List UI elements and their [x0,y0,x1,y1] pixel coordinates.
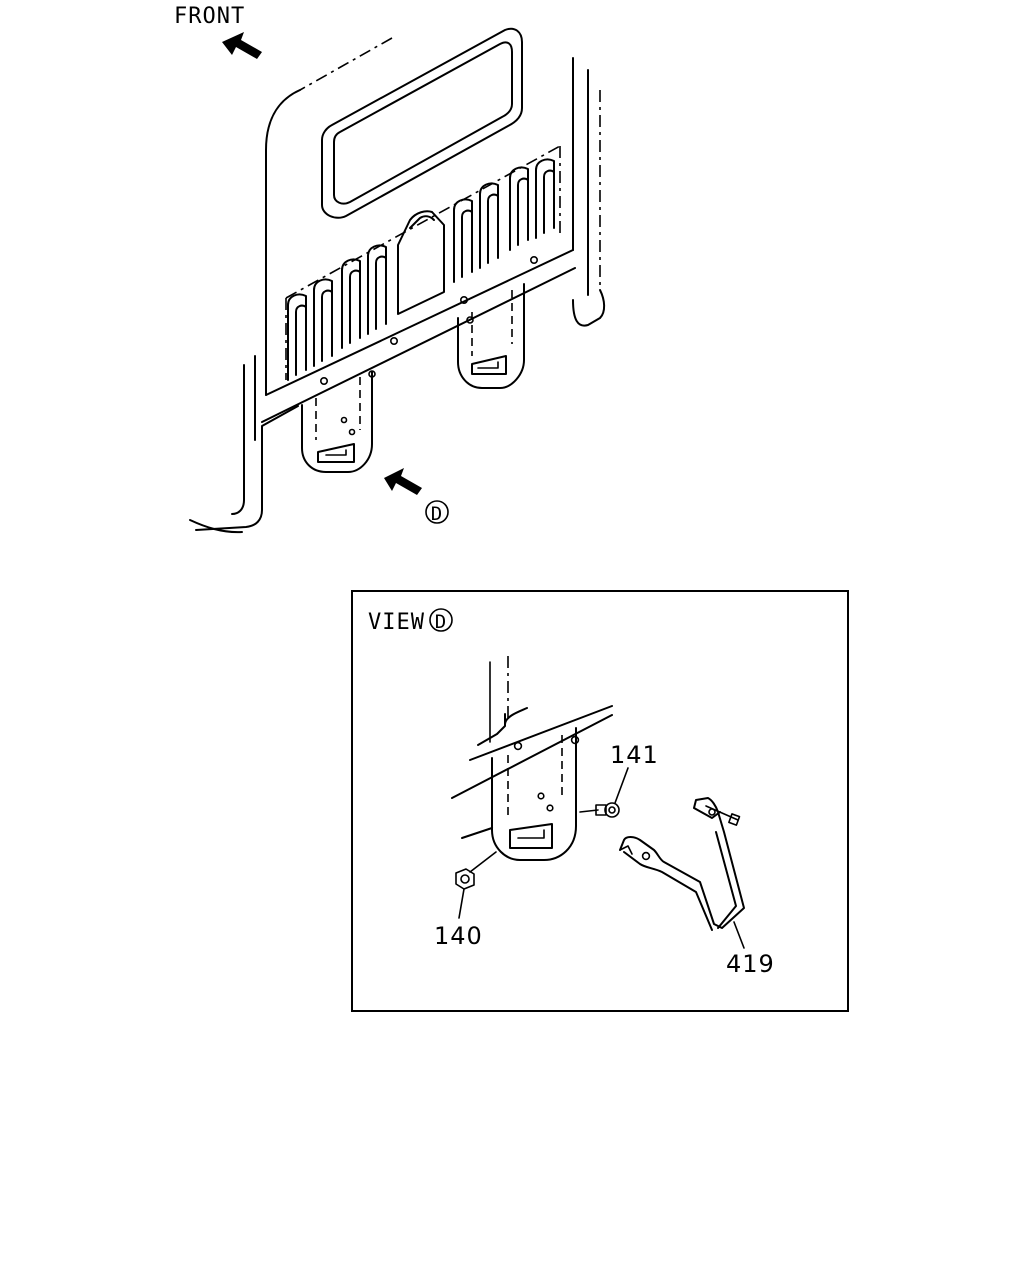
roof-outline [299,37,393,91]
part-number-419: 419 [726,950,775,978]
front-label: FRONT [174,4,245,29]
rear-window [321,27,523,219]
view-d-callout-letter: D [431,503,443,525]
left-mount-bracket [301,370,376,473]
crossmember-top [265,249,574,396]
view-marker-letter: D [435,611,447,633]
bracket-stay-419 [619,797,745,931]
bolt-141-icon [579,802,620,818]
front-arrow-icon [222,32,262,59]
nut-140-icon [455,868,475,890]
view-label: VIEW [368,610,425,635]
view-d-arrow-icon [384,468,422,495]
cab-rear-illustration: FRONT [174,4,606,534]
louver-slots [287,158,555,381]
view-d-callout-circle [425,500,449,524]
detail-bracket [491,727,580,861]
leader-141 [614,767,629,804]
view-d-detail-panel: VIEW D 141 [351,590,849,1012]
leader-140 [458,888,465,919]
center-vent [397,210,445,315]
roof-corner [265,89,301,151]
view-marker-circle [429,608,453,632]
part-number-140: 140 [434,922,483,950]
detail-frame [351,590,849,1012]
right-mount-bracket [457,283,525,389]
leader-419 [733,921,745,949]
part-number-141: 141 [610,741,659,769]
